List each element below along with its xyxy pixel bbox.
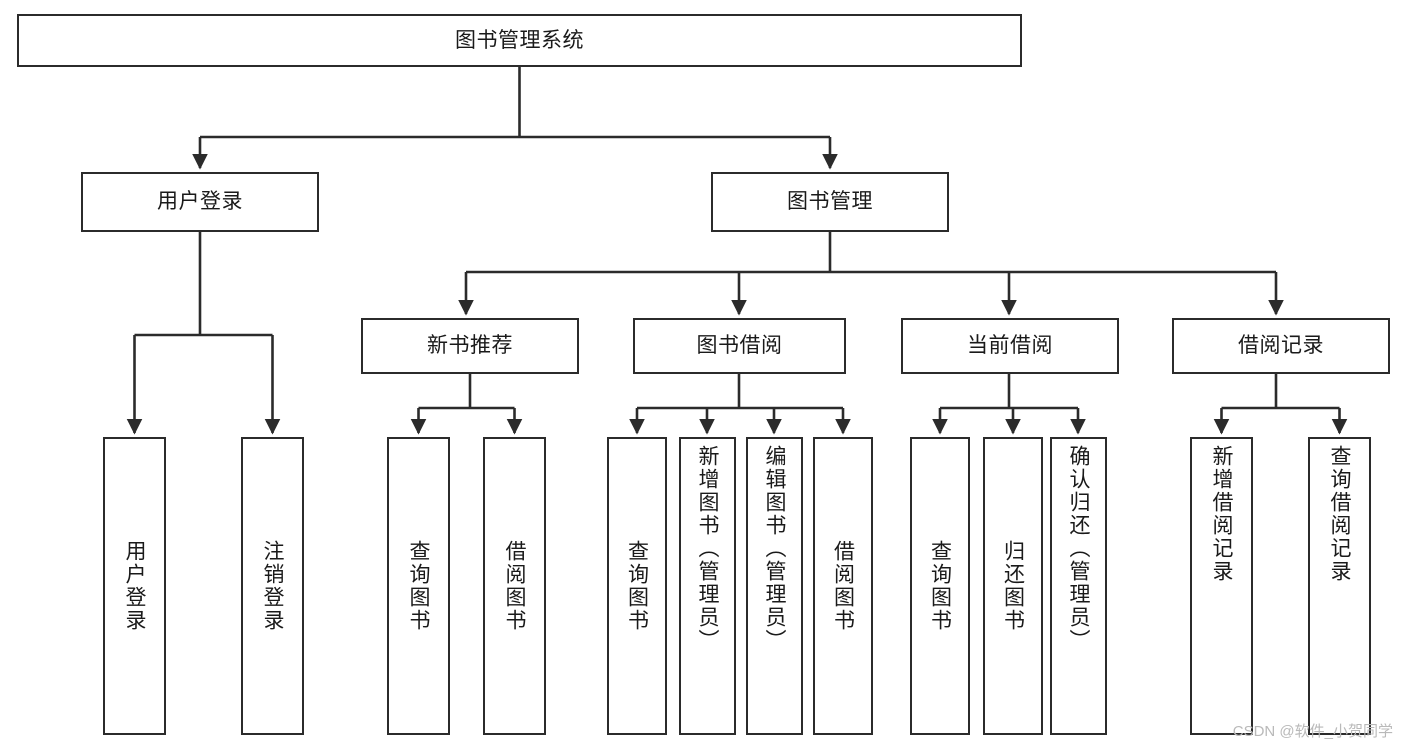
node-label: 图书借阅	[696, 334, 783, 358]
node-label: 用户登录	[157, 190, 243, 214]
node-book-management[interactable]: 图书管理	[711, 172, 949, 232]
node-leaf-query-borrow-record[interactable]: 查询借阅记录	[1308, 437, 1371, 735]
node-label: 当前借阅	[967, 334, 1053, 358]
node-label: 借阅图书	[831, 540, 855, 632]
node-label: 查询借阅记录	[1328, 445, 1351, 583]
node-user-login[interactable]: 用户登录	[81, 172, 319, 232]
node-leaf-query-books-new[interactable]: 查询图书	[387, 437, 450, 735]
node-leaf-user-login[interactable]: 用户登录	[103, 437, 166, 735]
node-leaf-logout[interactable]: 注销登录	[241, 437, 304, 735]
node-label: 新增图书（管理员）	[696, 445, 719, 652]
node-label: 归还图书	[1001, 540, 1025, 632]
node-leaf-edit-book-admin[interactable]: 编辑图书（管理员）	[746, 437, 803, 735]
node-leaf-confirm-return-admin[interactable]: 确认归还（管理员）	[1050, 437, 1107, 735]
node-label: 确认归还（管理员）	[1067, 445, 1090, 652]
node-leaf-query-books-current[interactable]: 查询图书	[910, 437, 970, 735]
node-label: 图书管理系统	[455, 28, 584, 52]
node-leaf-query-books-borrow[interactable]: 查询图书	[607, 437, 667, 735]
node-label: 查询图书	[928, 540, 952, 632]
node-new-book-recommend[interactable]: 新书推荐	[361, 318, 579, 374]
node-current-borrow[interactable]: 当前借阅	[901, 318, 1119, 374]
node-leaf-add-borrow-record[interactable]: 新增借阅记录	[1190, 437, 1253, 735]
node-system-root[interactable]: 图书管理系统	[17, 14, 1022, 67]
node-label: 编辑图书（管理员）	[763, 445, 786, 652]
node-label: 新增借阅记录	[1210, 445, 1233, 583]
node-label: 查询图书	[407, 540, 430, 632]
node-label: 图书管理	[787, 190, 873, 214]
node-label: 注销登录	[261, 540, 284, 632]
node-leaf-return-book[interactable]: 归还图书	[983, 437, 1043, 735]
node-label: 借阅图书	[503, 540, 526, 632]
node-label: 借阅记录	[1238, 334, 1324, 358]
node-borrow-records[interactable]: 借阅记录	[1172, 318, 1390, 374]
node-leaf-add-book-admin[interactable]: 新增图书（管理员）	[679, 437, 736, 735]
node-label: 用户登录	[123, 540, 146, 632]
node-leaf-borrow-books-new[interactable]: 借阅图书	[483, 437, 546, 735]
node-label: 查询图书	[625, 540, 649, 632]
node-leaf-lend-book[interactable]: 借阅图书	[813, 437, 873, 735]
node-label: 新书推荐	[427, 334, 513, 358]
node-book-borrow[interactable]: 图书借阅	[633, 318, 846, 374]
